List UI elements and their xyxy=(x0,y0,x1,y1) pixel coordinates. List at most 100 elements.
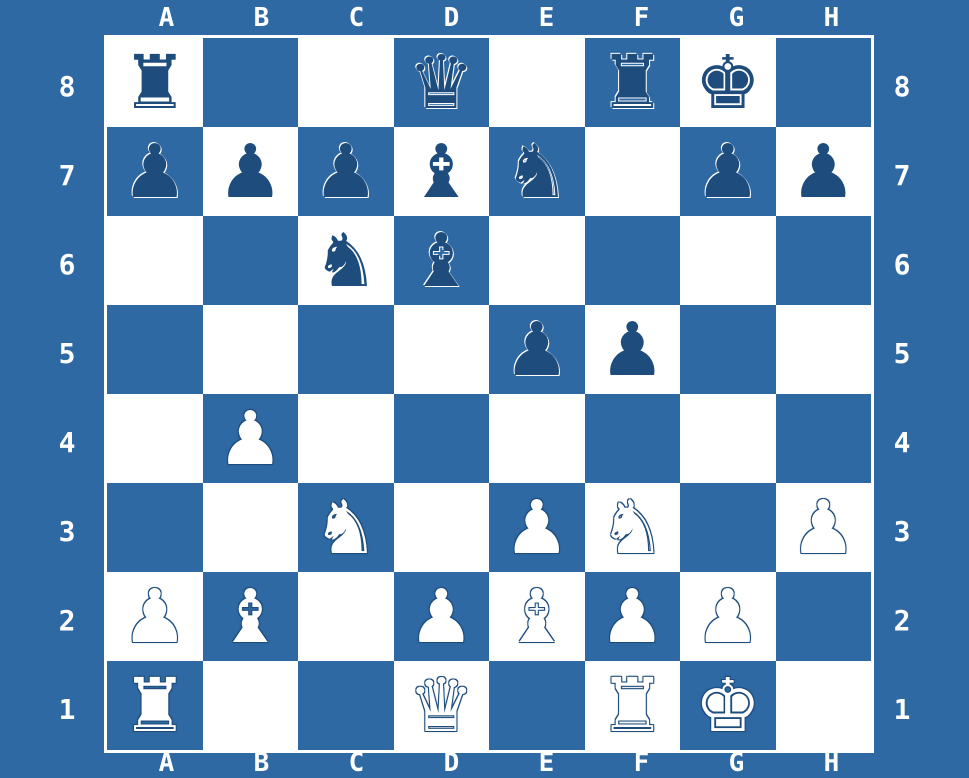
square-d3[interactable] xyxy=(394,483,490,572)
square-b8[interactable] xyxy=(203,38,299,127)
square-f6[interactable] xyxy=(585,216,681,305)
square-e6[interactable] xyxy=(489,216,585,305)
white-rook-icon[interactable]: ♜ xyxy=(107,661,203,750)
white-bishop-icon[interactable]: ♝ xyxy=(203,572,299,661)
square-e1[interactable] xyxy=(489,661,585,750)
square-b4[interactable]: ♟ xyxy=(203,394,299,483)
square-h5[interactable] xyxy=(776,305,872,394)
square-g8[interactable]: ♚ xyxy=(680,38,776,127)
white-bishop-icon[interactable]: ♝ xyxy=(489,572,585,661)
square-g4[interactable] xyxy=(680,394,776,483)
file-label-bottom-f: F xyxy=(595,750,688,776)
black-knight-icon[interactable]: ♞ xyxy=(298,216,394,305)
white-pawn-icon[interactable]: ♟ xyxy=(585,572,681,661)
square-f3[interactable]: ♞ xyxy=(585,483,681,572)
black-pawn-icon[interactable]: ♟ xyxy=(489,305,585,394)
square-a6[interactable] xyxy=(107,216,203,305)
square-a5[interactable] xyxy=(107,305,203,394)
square-a8[interactable]: ♜ xyxy=(107,38,203,127)
file-label-top-f: F xyxy=(595,5,688,31)
square-b5[interactable] xyxy=(203,305,299,394)
square-h7[interactable]: ♟ xyxy=(776,127,872,216)
square-d8[interactable]: ♛ xyxy=(394,38,490,127)
square-e2[interactable]: ♝ xyxy=(489,572,585,661)
black-bishop-icon[interactable]: ♝ xyxy=(394,127,490,216)
black-pawn-icon[interactable]: ♟ xyxy=(585,305,681,394)
square-g1[interactable]: ♚ xyxy=(680,661,776,750)
black-pawn-icon[interactable]: ♟ xyxy=(203,127,299,216)
square-g7[interactable]: ♟ xyxy=(680,127,776,216)
square-h2[interactable] xyxy=(776,572,872,661)
square-e3[interactable]: ♟ xyxy=(489,483,585,572)
square-b3[interactable] xyxy=(203,483,299,572)
square-d1[interactable]: ♛ xyxy=(394,661,490,750)
square-h8[interactable] xyxy=(776,38,872,127)
black-rook-icon[interactable]: ♜ xyxy=(107,38,203,127)
black-pawn-icon[interactable]: ♟ xyxy=(107,127,203,216)
square-c2[interactable] xyxy=(298,572,394,661)
square-b7[interactable]: ♟ xyxy=(203,127,299,216)
square-h3[interactable]: ♟ xyxy=(776,483,872,572)
black-rook-icon[interactable]: ♜ xyxy=(585,38,681,127)
white-rook-icon[interactable]: ♜ xyxy=(585,661,681,750)
square-h4[interactable] xyxy=(776,394,872,483)
square-d7[interactable]: ♝ xyxy=(394,127,490,216)
white-pawn-icon[interactable]: ♟ xyxy=(107,572,203,661)
white-knight-icon[interactable]: ♞ xyxy=(298,483,394,572)
square-c6[interactable]: ♞ xyxy=(298,216,394,305)
black-pawn-icon[interactable]: ♟ xyxy=(680,127,776,216)
white-pawn-icon[interactable]: ♟ xyxy=(394,572,490,661)
white-pawn-icon[interactable]: ♟ xyxy=(203,394,299,483)
square-h1[interactable] xyxy=(776,661,872,750)
square-c8[interactable] xyxy=(298,38,394,127)
square-f4[interactable] xyxy=(585,394,681,483)
square-h6[interactable] xyxy=(776,216,872,305)
square-f2[interactable]: ♟ xyxy=(585,572,681,661)
square-f1[interactable]: ♜ xyxy=(585,661,681,750)
square-g6[interactable] xyxy=(680,216,776,305)
square-d5[interactable] xyxy=(394,305,490,394)
black-king-icon[interactable]: ♚ xyxy=(680,38,776,127)
white-king-icon[interactable]: ♚ xyxy=(680,661,776,750)
square-d6[interactable]: ♝ xyxy=(394,216,490,305)
file-label-top-g: G xyxy=(690,5,783,31)
black-pawn-icon[interactable]: ♟ xyxy=(298,127,394,216)
square-e4[interactable] xyxy=(489,394,585,483)
square-f8[interactable]: ♜ xyxy=(585,38,681,127)
square-c1[interactable] xyxy=(298,661,394,750)
square-c5[interactable] xyxy=(298,305,394,394)
black-pawn-icon[interactable]: ♟ xyxy=(776,127,872,216)
square-e5[interactable]: ♟ xyxy=(489,305,585,394)
square-f7[interactable] xyxy=(585,127,681,216)
square-d2[interactable]: ♟ xyxy=(394,572,490,661)
black-knight-icon[interactable]: ♞ xyxy=(489,127,585,216)
square-g2[interactable]: ♟ xyxy=(680,572,776,661)
square-a4[interactable] xyxy=(107,394,203,483)
square-c3[interactable]: ♞ xyxy=(298,483,394,572)
square-e7[interactable]: ♞ xyxy=(489,127,585,216)
square-a7[interactable]: ♟ xyxy=(107,127,203,216)
square-b2[interactable]: ♝ xyxy=(203,572,299,661)
square-a2[interactable]: ♟ xyxy=(107,572,203,661)
chess-board: ♜♛♜♚♟♟♟♝♞♟♟♞♝♟♟♟♞♟♞♟♟♝♟♝♟♟♜♛♜♚ xyxy=(104,35,874,753)
white-pawn-icon[interactable]: ♟ xyxy=(489,483,585,572)
square-a3[interactable] xyxy=(107,483,203,572)
square-b6[interactable] xyxy=(203,216,299,305)
white-pawn-icon[interactable]: ♟ xyxy=(776,483,872,572)
square-g3[interactable] xyxy=(680,483,776,572)
square-g5[interactable] xyxy=(680,305,776,394)
square-e8[interactable] xyxy=(489,38,585,127)
file-label-bottom-e: E xyxy=(500,750,593,776)
white-queen-icon[interactable]: ♛ xyxy=(394,661,490,750)
square-a1[interactable]: ♜ xyxy=(107,661,203,750)
square-b1[interactable] xyxy=(203,661,299,750)
square-c4[interactable] xyxy=(298,394,394,483)
square-d4[interactable] xyxy=(394,394,490,483)
square-c7[interactable]: ♟ xyxy=(298,127,394,216)
white-pawn-icon[interactable]: ♟ xyxy=(680,572,776,661)
black-bishop-icon[interactable]: ♝ xyxy=(394,216,490,305)
white-knight-icon[interactable]: ♞ xyxy=(585,483,681,572)
black-queen-icon[interactable]: ♛ xyxy=(394,38,490,127)
square-f5[interactable]: ♟ xyxy=(585,305,681,394)
rank-label-left-1: 1 xyxy=(42,696,92,724)
